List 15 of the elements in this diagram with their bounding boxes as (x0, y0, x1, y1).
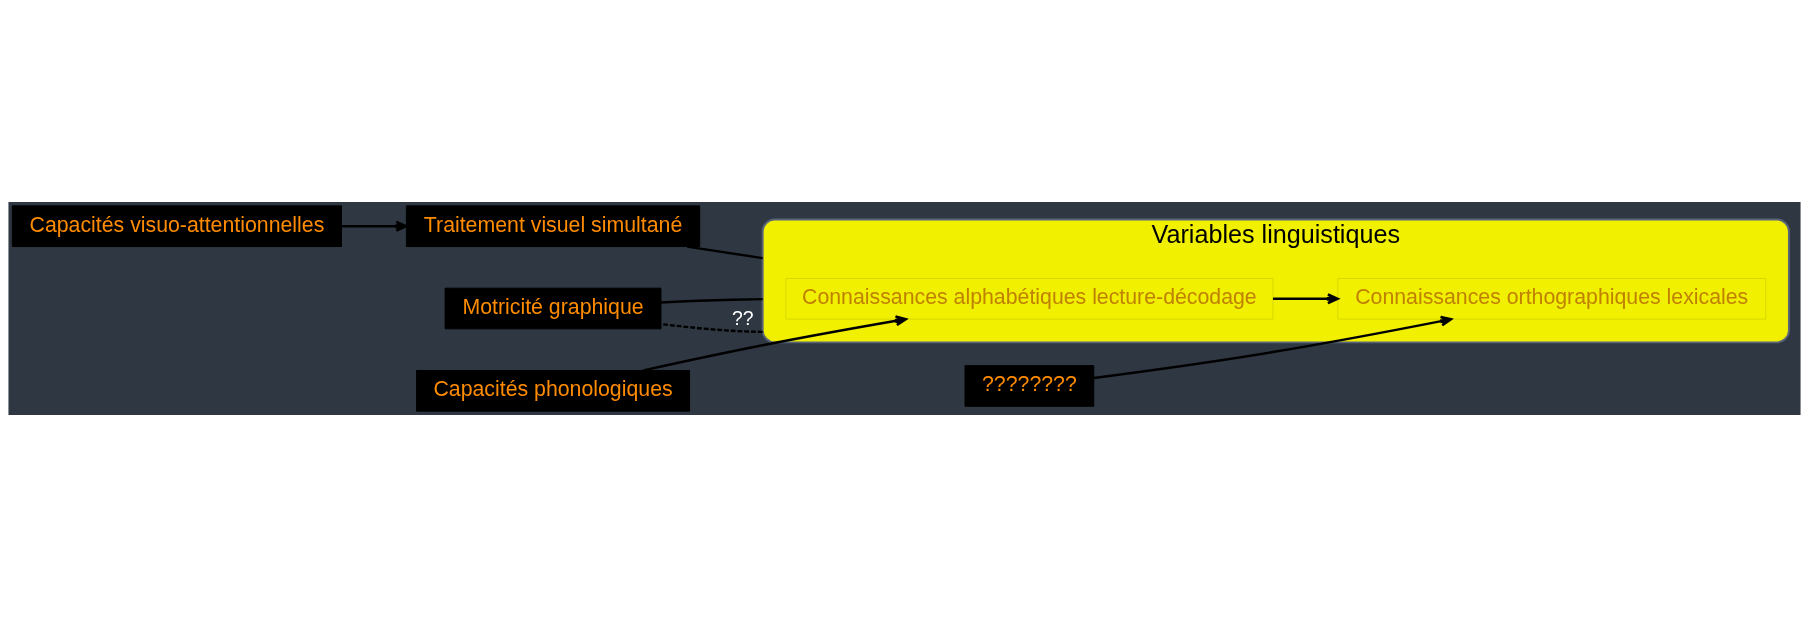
node-box: Connaissances orthographiques lexicales (1337, 278, 1767, 320)
node-box: ???????? (964, 365, 1095, 407)
edge-label: ?? (732, 306, 754, 329)
arrow (1093, 315, 1453, 380)
arrow (341, 220, 408, 232)
node-box: Traitement visuel simultané (405, 205, 701, 248)
node-box: Capacités visuo-attentionnelles (11, 205, 342, 248)
node-box: Connaissances alphabétiques lecture-décodage (785, 278, 1274, 320)
connector (661, 322, 763, 334)
connector (661, 297, 763, 304)
connector (686, 245, 763, 260)
node-box: Motricité graphique (444, 287, 662, 330)
arrow (1273, 293, 1339, 305)
arrow (643, 315, 908, 372)
node-box: Capacités phonologiques (416, 369, 691, 412)
